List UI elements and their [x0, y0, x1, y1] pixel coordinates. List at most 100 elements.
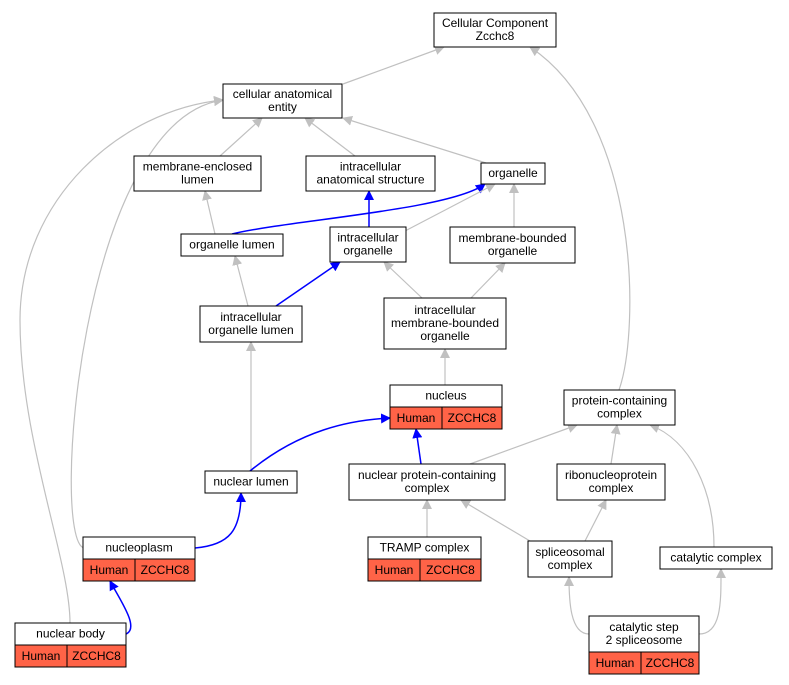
- node-pcc-box: [563, 389, 676, 426]
- node-mbo-box: [449, 226, 576, 264]
- edge-orglumen-to-organelle: [231, 183, 486, 235]
- node-organelle-label-line: organelle: [488, 166, 538, 180]
- node-nucleoplasm-gene-cell: [134, 558, 196, 582]
- edges: [19, 45, 727, 635]
- node-rnp-label-line: complex: [589, 481, 634, 495]
- node-imbo-label-line: intracellular: [414, 303, 475, 317]
- node-cs2-gene-cell: [640, 651, 700, 675]
- node-cae-box: [222, 83, 343, 119]
- node-intorg-box: [329, 226, 407, 263]
- node-organelle-box: [480, 162, 546, 185]
- node-ias-label-line: anatomical structure: [316, 173, 424, 187]
- node-npcc-label-line: nuclear protein-containing: [358, 468, 496, 482]
- node-cs2-label-line: 2 spliceosome: [606, 633, 683, 647]
- node-organelle[interactable]: organelle: [480, 162, 546, 185]
- node-nucleoplasm-label-line: nucleoplasm: [105, 541, 172, 555]
- node-orglumen-label-line: organelle lumen: [189, 238, 274, 252]
- edge-nucleoplasm-to-nlumen: [194, 492, 246, 549]
- node-npcc-box: [348, 463, 506, 501]
- node-mel-label-line: membrane-enclosed: [143, 160, 252, 174]
- node-iol-label-line: organelle lumen: [208, 323, 293, 337]
- node-nucleus-gene-cell: [441, 406, 503, 430]
- node-npcc-label-line: complex: [405, 481, 450, 495]
- edge-ias-to-cae: [304, 117, 356, 157]
- node-splice-label-line: spliceosomal: [535, 545, 604, 559]
- edge-mel-to-cae: [219, 117, 263, 157]
- node-cs2-organism-label: Human: [596, 656, 635, 670]
- node-nbody-gene-cell: [66, 644, 127, 668]
- node-rnp-label-line: ribonucleoprotein: [565, 468, 657, 482]
- node-splice-box: [527, 540, 613, 578]
- node-catalytic-box: [659, 546, 773, 570]
- edge-rnp-to-pcc: [610, 424, 621, 465]
- node-cae-label-line: cellular anatomical: [233, 87, 332, 101]
- node-rnp-box: [556, 463, 666, 501]
- node-ias-box: [305, 155, 436, 192]
- node-intorg-label-line: organelle: [343, 244, 393, 258]
- node-nlumen[interactable]: nuclear lumen: [204, 470, 298, 494]
- node-orglumen[interactable]: organelle lumen: [180, 233, 284, 257]
- node-nucleoplasm-gene-label: ZCCHC8: [141, 563, 190, 577]
- edge-imbo-to-mbo: [470, 262, 506, 299]
- node-nbody-organism-label: Human: [22, 649, 61, 663]
- node-nucleus-organism-label: Human: [397, 411, 436, 425]
- node-intorg-label-line: intracellular: [337, 231, 398, 245]
- edge-intorg-to-organelle: [404, 183, 496, 232]
- node-orglumen-box: [180, 233, 284, 257]
- node-catalytic-label-line: catalytic complex: [670, 551, 761, 565]
- node-root-label-line: Zcchc8: [476, 29, 515, 43]
- edge-nucleoplasm-to-cae: [70, 96, 224, 549]
- node-root-box: [433, 12, 557, 48]
- node-nlumen-label-line: nuclear lumen: [213, 475, 288, 489]
- edge-nbody-to-nucleoplasm: [109, 580, 132, 635]
- edge-orglumen-to-mel: [202, 190, 216, 235]
- node-nbody-label-line: nuclear body: [36, 627, 105, 641]
- edge-iol-to-intorg: [275, 261, 341, 307]
- edge-splice-to-npcc: [460, 499, 531, 542]
- node-mel-label-line: lumen: [181, 173, 214, 187]
- node-mel-box: [133, 155, 262, 192]
- node-tramp-gene-label: ZCCHC8: [426, 563, 475, 577]
- node-pcc-label-line: complex: [597, 407, 642, 421]
- node-imbo-label-line: membrane-bounded: [391, 316, 499, 330]
- node-cs2-label-line: catalytic step: [609, 620, 679, 634]
- node-cs2-box: [588, 615, 700, 653]
- node-imbo-box: [383, 297, 507, 350]
- node-pcc-label-line: protein-containing: [572, 394, 667, 408]
- edge-nbody-to-cae: [19, 95, 224, 624]
- edge-npcc-to-pcc: [469, 423, 578, 465]
- node-nucleus-gene-label: ZCCHC8: [448, 411, 497, 425]
- node-ias-label-line: intracellular: [340, 160, 401, 174]
- edge-pcc-to-root: [529, 46, 631, 391]
- edge-cs2-to-splice: [564, 576, 590, 635]
- node-catalytic[interactable]: catalytic complex: [659, 546, 773, 570]
- node-nlumen-box: [204, 470, 298, 494]
- node-iol-label-line: intracellular: [220, 310, 281, 324]
- node-splice-label-line: complex: [548, 558, 593, 572]
- node-cae-label-line: entity: [268, 100, 297, 114]
- node-nucleoplasm-organism-label: Human: [90, 563, 129, 577]
- edge-catalytic-to-pcc: [649, 423, 715, 548]
- edge-imbo-to-intorg: [383, 261, 423, 299]
- node-mbo-label-line: membrane-bounded: [458, 231, 566, 245]
- node-tramp-organism-label: Human: [375, 563, 414, 577]
